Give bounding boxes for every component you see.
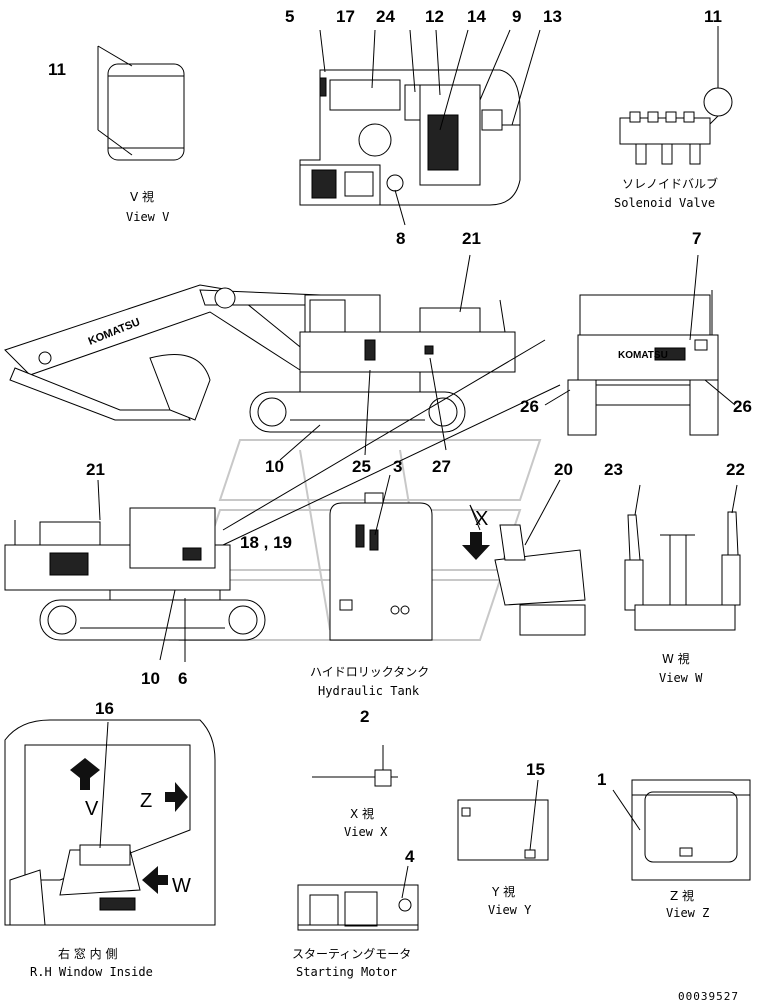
document-number: 00039527 [678,990,739,1003]
caption-view-w-jp: W 視 [662,651,690,666]
caption-starting: Starting Motor [296,965,397,979]
excavator-side-view [4,284,516,433]
callout-7: 7 [692,229,701,248]
callout-21-left: 21 [86,460,105,479]
control-stand [469,504,586,636]
callout-26-right: 26 [733,397,752,416]
caption-window: R.H Window Inside [30,965,153,979]
caption-view-x-jp: X 視 [350,806,374,821]
callout-12: 12 [425,7,444,26]
arrow-x-icon [462,532,490,560]
callout-20: 20 [554,460,573,479]
view-w-levers [624,511,741,631]
engine-top-view [299,69,521,206]
callout-15: 15 [526,760,545,779]
caption-view-v: View V [126,210,169,224]
callout-23: 23 [604,460,623,479]
callout-25: 25 [352,457,371,476]
caption-view-y: View Y [488,903,532,917]
excavator-rear-view [567,290,719,436]
arrow-v-label: V [85,798,99,820]
caption-solenoid: Solenoid Valve [614,196,715,210]
arrow-w-icon [142,866,168,894]
callout-14: 14 [467,7,486,26]
callout-26-left: 26 [520,397,539,416]
view-v-panel [97,45,185,161]
arrow-w-label: W [172,875,191,897]
arrow-z-label: Z [140,790,152,812]
callout-4: 4 [405,847,415,866]
view-y-plate [457,799,549,861]
callout-11-left: 11 [48,60,66,79]
callout-5: 5 [285,7,294,26]
solenoid-valve [619,26,733,165]
arrow-x-label: X [475,508,488,530]
caption-view-v-jp: V 視 [130,189,154,204]
caption-view-x: View X [344,825,388,839]
callout-11-top: 11 [704,7,722,26]
callout-6: 6 [178,669,187,688]
callout-3: 3 [393,457,402,476]
callout-13: 13 [543,7,562,26]
excavator-left-view [4,507,266,641]
callout-10-bottom: 10 [141,669,160,688]
caption-view-z: View Z [666,906,709,920]
hydraulic-tank [329,492,433,641]
callout-22: 22 [726,460,745,479]
callout-10-mid: 10 [265,457,284,476]
callout-1: 1 [597,770,606,789]
view-z-window [631,779,751,881]
leader-lines [97,29,738,899]
view-x-part [312,745,398,787]
arrow-v-icon [70,758,100,790]
callout-18-19: 18 , 19 [240,533,292,552]
direction-arrows [70,532,490,894]
caption-solenoid-jp: ソレノイドバルブ [622,176,718,191]
callout-17: 17 [336,7,355,26]
callout-21-top: 21 [462,229,481,248]
callout-9: 9 [512,7,521,26]
brand-rear: KOMATSU [618,350,668,361]
callout-24: 24 [376,7,395,26]
arrow-z-icon [165,782,188,812]
caption-hydraulic-jp: ハイドロリックタンク [310,665,429,679]
callout-8: 8 [396,229,405,248]
callout-27: 27 [432,457,451,476]
caption-view-z-jp: Z 視 [670,888,694,903]
callout-16: 16 [95,699,114,718]
caption-view-y-jp: Y 視 [491,884,515,899]
caption-starting-jp: スターティングモータ [292,947,411,961]
caption-hydraulic: Hydraulic Tank [318,684,420,698]
callout-2: 2 [360,707,369,726]
caption-view-w: View W [659,671,703,685]
cab-interior [4,719,216,926]
caption-window-jp: 右 窓 内 側 [58,946,117,961]
starting-motor [297,884,419,931]
